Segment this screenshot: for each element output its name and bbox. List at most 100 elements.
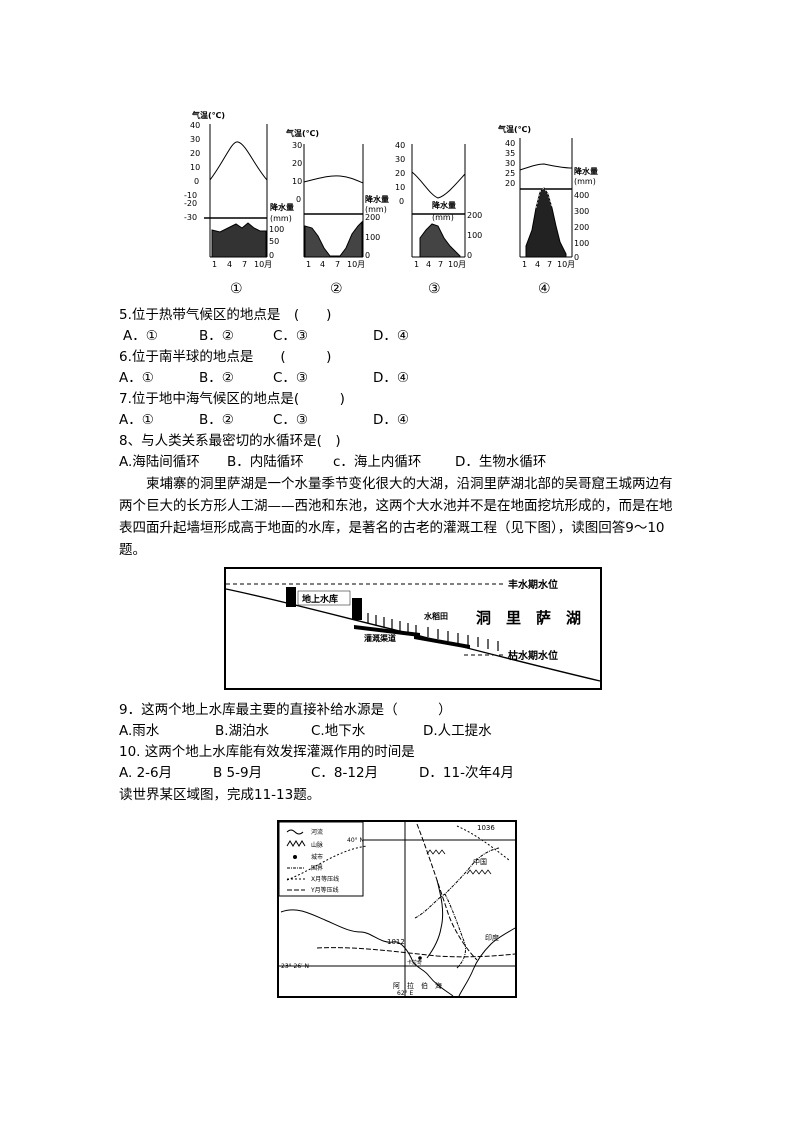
svg-text:(mm): (mm) <box>365 205 387 214</box>
q8-option-d: D．生物水循环 <box>455 454 547 470</box>
arabian-sea-label: 阿 拉 伯 海 <box>393 981 442 990</box>
svg-text:4: 4 <box>535 260 540 269</box>
lon-62-label: 62° E <box>397 990 414 997</box>
q8-option-c: c．海上内循环 <box>333 454 422 470</box>
svg-text:100: 100 <box>269 225 284 234</box>
svg-text:25: 25 <box>505 169 515 178</box>
question-10-stem: 10. 这两个地上水库能有效发挥灌溉作用的时间是 <box>119 744 415 760</box>
svg-text:10月: 10月 <box>557 260 575 269</box>
q10-option-d: D．11-次年4月 <box>419 765 515 781</box>
question-6-options: A．① B．② C．③ D．④ <box>119 368 409 388</box>
svg-text:-30: -30 <box>184 213 197 222</box>
svg-text:0: 0 <box>269 251 274 260</box>
question-8-stem: 8、与人类关系最密切的水循环是( ) <box>119 433 341 449</box>
climate-chart-2: 气温(℃) 30 20 10 0 降水量 (mm) 200 100 0 1 4 … <box>285 128 389 297</box>
svg-text:400: 400 <box>574 191 589 200</box>
question-10-options: A. 2-6月 B 5-9月 C．8-12月 D．11-次年4月 <box>119 763 514 783</box>
paddy-label: 水稻田 <box>423 611 448 621</box>
q6-option-a: A．① <box>119 370 154 386</box>
svg-text:10: 10 <box>292 177 302 186</box>
q10-option-b: B 5-9月 <box>213 765 263 781</box>
q6-option-c: C．③ <box>273 370 309 386</box>
q7-option-d: D．④ <box>373 412 409 428</box>
temp-axis-label-2: 气温(℃) <box>285 128 319 138</box>
climate-chart-4: 气温(℃) 40 35 30 25 20 降水量 (mm) 400 300 20… <box>497 124 598 297</box>
question-7-stem: 7.位于地中海气候区的地点是( ) <box>119 391 345 407</box>
lat-23-label: 23° 26′ N <box>281 963 309 970</box>
q9-option-d: D.人工提水 <box>423 723 492 739</box>
climate-chart-3: 40 30 20 10 0 降水量 (mm) 200 100 0 1 4 7 1… <box>395 141 482 297</box>
svg-text:4: 4 <box>426 260 431 269</box>
legend-mountain: 山脉 <box>311 841 323 849</box>
question-6-stem: 6.位于南半球的地点是 ( ) <box>119 349 332 365</box>
chart-label-1: ① <box>230 281 243 297</box>
svg-text:7: 7 <box>242 260 247 269</box>
climate-chart-1: 气温(℃) 降水量 (mm) 40 30 20 10 0 -10 -20 -30… <box>184 110 294 297</box>
svg-text:100: 100 <box>574 239 589 248</box>
svg-text:0: 0 <box>365 251 370 260</box>
reservoir-wall-right <box>352 598 362 620</box>
svg-text:40: 40 <box>505 139 515 148</box>
svg-text:降水量: 降水量 <box>574 166 598 176</box>
svg-text:(mm): (mm) <box>270 214 292 223</box>
legend-city: 城市 <box>311 853 323 861</box>
intro-11-13: 读世界某区域图，完成11-13题。 <box>119 787 321 803</box>
svg-text:7: 7 <box>547 260 552 269</box>
svg-text:200: 200 <box>365 213 380 222</box>
svg-text:20: 20 <box>292 159 302 168</box>
lat-40-label: 40° N <box>347 837 364 844</box>
china-label: 中国 <box>473 857 487 866</box>
q6-option-d: D．④ <box>373 370 409 386</box>
isobar-1036-label: 1036 <box>477 824 495 832</box>
passage-tonle-sap: 柬埔寨的洞里萨湖是一个水量季节变化很大的大湖，沿洞里萨湖北部的吴哥窟王城两边有两… <box>119 476 673 558</box>
q7-option-a: A．① <box>119 412 154 428</box>
chart-label-4: ④ <box>538 281 551 297</box>
q10-option-a: A. 2-6月 <box>119 765 173 781</box>
q6-option-b: B．② <box>199 370 234 386</box>
svg-text:30: 30 <box>395 155 405 164</box>
svg-text:(mm): (mm) <box>432 213 454 222</box>
lake-label: 洞 里 萨 湖 <box>476 609 581 627</box>
isobar-1012-label: 1012 <box>387 938 405 946</box>
svg-text:0: 0 <box>574 253 579 262</box>
svg-text:200: 200 <box>574 223 589 232</box>
q7-option-c: C．③ <box>273 412 309 428</box>
svg-text:30: 30 <box>505 159 515 168</box>
legend-border: 国界 <box>311 865 323 872</box>
svg-text:降水量: 降水量 <box>365 194 389 204</box>
svg-text:1: 1 <box>414 260 419 269</box>
svg-text:降水量: 降水量 <box>432 200 456 210</box>
svg-text:4: 4 <box>227 260 232 269</box>
svg-text:10月: 10月 <box>448 260 466 269</box>
svg-text:50: 50 <box>269 237 279 246</box>
svg-text:1: 1 <box>212 260 217 269</box>
legend-isobar-x: X月等压线 <box>311 875 339 883</box>
climate-charts: 气温(℃) 降水量 (mm) 40 30 20 10 0 -10 -20 -30… <box>184 110 598 297</box>
q9-option-c: C.地下水 <box>311 723 366 739</box>
svg-text:100: 100 <box>467 231 482 240</box>
channel-label: 灌溉渠道 <box>364 633 396 643</box>
svg-text:100: 100 <box>365 233 380 242</box>
q8-option-a: A.海陆间循环 <box>119 454 200 470</box>
high-water-label: 丰水期水位 <box>508 578 558 591</box>
svg-text:20: 20 <box>190 149 200 158</box>
svg-text:10: 10 <box>190 163 200 172</box>
svg-text:40: 40 <box>395 141 405 150</box>
svg-text:10月: 10月 <box>347 260 365 269</box>
q7-option-b: B．② <box>199 412 234 428</box>
legend-river: 河流 <box>311 828 323 836</box>
svg-text:1: 1 <box>522 260 527 269</box>
svg-text:0: 0 <box>194 177 199 186</box>
q10-option-c: C．8-12月 <box>311 765 379 781</box>
svg-text:20: 20 <box>505 179 515 188</box>
chart-label-3: ③ <box>428 281 441 297</box>
legend-isobar-y: Y月等压线 <box>310 886 339 894</box>
temp-axis-label-1: 气温(℃) <box>191 110 225 120</box>
svg-text:0: 0 <box>399 197 404 206</box>
svg-text:降水量: 降水量 <box>270 202 294 212</box>
q5-option-b: B．② <box>199 328 234 344</box>
question-7-options: A．① B．② C．③ D．④ <box>119 410 409 430</box>
region-map: 河流 山脉 城市 国界 X月等压线 Y月等压线 40° N 23° 26′ N … <box>277 820 517 998</box>
q5-option-d: D．④ <box>373 328 409 344</box>
